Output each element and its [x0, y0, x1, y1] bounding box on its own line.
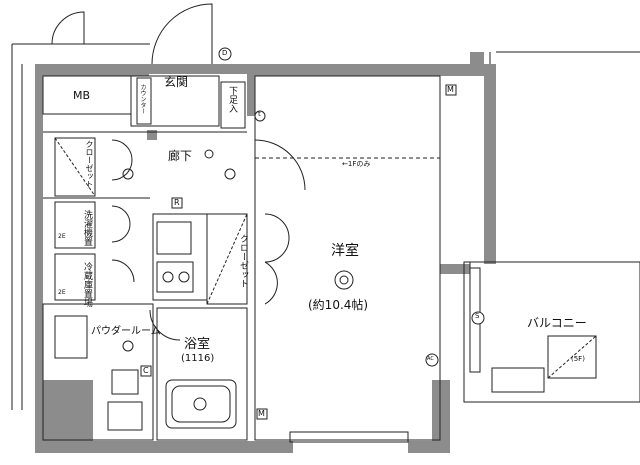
- wall-bottom-mid: [93, 441, 293, 453]
- shoe-box: [220, 81, 246, 129]
- closet-mid-diagonal: [206, 213, 248, 305]
- marker-m-bottom: M: [258, 409, 265, 418]
- wall-right-lower: [432, 380, 450, 453]
- marker-m-top-shape: [445, 84, 457, 96]
- marker-t-shape: [254, 110, 266, 122]
- marker-m-top: M: [447, 85, 454, 94]
- room-label-closet-mid: クローゼット: [238, 234, 248, 288]
- marker-r: R: [174, 198, 180, 207]
- room-label-balcony: バルコニー: [527, 316, 587, 330]
- hall-light-2: [224, 168, 236, 180]
- room-label-closet-left: クローゼット: [85, 140, 94, 188]
- closet-mid-door-arc-2: [264, 261, 278, 305]
- closet-left-door-arc: [111, 139, 133, 181]
- washer-box: [54, 201, 96, 249]
- room-label-western: 洋室: [331, 243, 359, 259]
- marker-c-shape: [140, 365, 152, 377]
- bath-door-arc: [149, 309, 181, 341]
- wall-top-right-notch: [470, 52, 484, 76]
- burner-1: [162, 271, 174, 283]
- room-door-arc: [254, 139, 306, 191]
- closet-left-diagonal: [54, 137, 96, 197]
- marker-s-shape: [471, 311, 485, 325]
- interior-lines: [11, 3, 640, 443]
- wall-left: [35, 64, 43, 444]
- room-label-western-size: (約10.4帖): [308, 298, 369, 312]
- ceiling-light-inner: [339, 275, 349, 285]
- room-label-counter: カウンター: [139, 84, 146, 114]
- light-fixtures: [122, 149, 236, 352]
- toilet-tank: [111, 369, 139, 395]
- marker-d: D: [222, 49, 228, 57]
- marker-ac: AC: [427, 356, 434, 362]
- bathtub-inner: [171, 385, 231, 423]
- balcony-box: [463, 261, 640, 403]
- marker-t: t: [258, 110, 261, 118]
- room-label-mb: MB: [73, 89, 91, 102]
- marker-2e-washer: 2E: [58, 233, 66, 240]
- marker-r-shape: [171, 197, 183, 209]
- kitchen-box: [152, 213, 208, 301]
- marker-m-bottom-shape: [256, 408, 268, 420]
- marker-d-shape: [218, 47, 232, 61]
- closet-mid-box: [206, 213, 248, 305]
- room-label-powder-room: パウダールーム: [91, 326, 161, 337]
- wall-top-left: [35, 64, 149, 76]
- entrance-door-arc: [151, 3, 213, 65]
- marker-ac-shape: [425, 353, 439, 367]
- fridge-door-arc: [111, 259, 135, 283]
- wall-bottom-left: [35, 380, 93, 453]
- room-label-fridge: 冷蔵庫置場: [82, 262, 92, 307]
- stove: [156, 261, 194, 293]
- toilet-bowl: [107, 401, 143, 431]
- counter-box: [136, 77, 152, 125]
- wall-right-upper: [484, 64, 496, 264]
- wall-top-room: [247, 64, 470, 76]
- room-label-shoe-storage: 下足入: [227, 86, 237, 113]
- washer-door-arc: [111, 205, 131, 243]
- marker-2e-fridge: 2E: [58, 289, 66, 296]
- closet-left-box: [54, 137, 96, 197]
- loft-note: ←1Fのみ: [342, 160, 371, 168]
- room-label-entrance: 玄関: [164, 75, 189, 89]
- washbasin: [54, 315, 88, 359]
- wall-pillar-1: [147, 130, 157, 140]
- bathroom-box: [156, 307, 248, 441]
- evac-hatch-diagonal: [547, 335, 597, 379]
- sink: [156, 221, 192, 255]
- powder-light: [122, 340, 134, 352]
- room-label-bath-size: (1116): [181, 353, 215, 364]
- closet-mid-door-arc-1: [264, 213, 290, 263]
- evac-hatch: [547, 335, 597, 379]
- room-label-bathroom: 浴室: [184, 337, 211, 352]
- marker-s: S: [475, 312, 480, 320]
- wall-partition-room: [247, 76, 255, 116]
- entrance-box: [130, 75, 220, 127]
- powder-room-box: [42, 303, 154, 441]
- fridge-box: [54, 253, 96, 301]
- hall-sensor: [204, 149, 214, 159]
- marker-c: C: [143, 366, 149, 375]
- walls: [35, 52, 496, 453]
- room-label-hallway: 廊下: [168, 149, 193, 163]
- marker-shapes: [140, 47, 485, 420]
- wall-balcony-junction: [440, 264, 470, 274]
- hall-light-1: [122, 168, 134, 180]
- ceiling-light: [334, 270, 354, 290]
- room-label-washer: 洗濯機置: [82, 210, 92, 246]
- bathtub-drain: [193, 397, 207, 411]
- burner-2: [178, 271, 190, 283]
- bathtub: [165, 379, 237, 429]
- ac-outdoor-unit: [491, 367, 545, 393]
- mb-door-arc: [51, 11, 85, 45]
- ladder-note: (5F): [571, 355, 585, 363]
- bottom-window: [289, 431, 409, 443]
- wall-top-entrance: [147, 64, 247, 74]
